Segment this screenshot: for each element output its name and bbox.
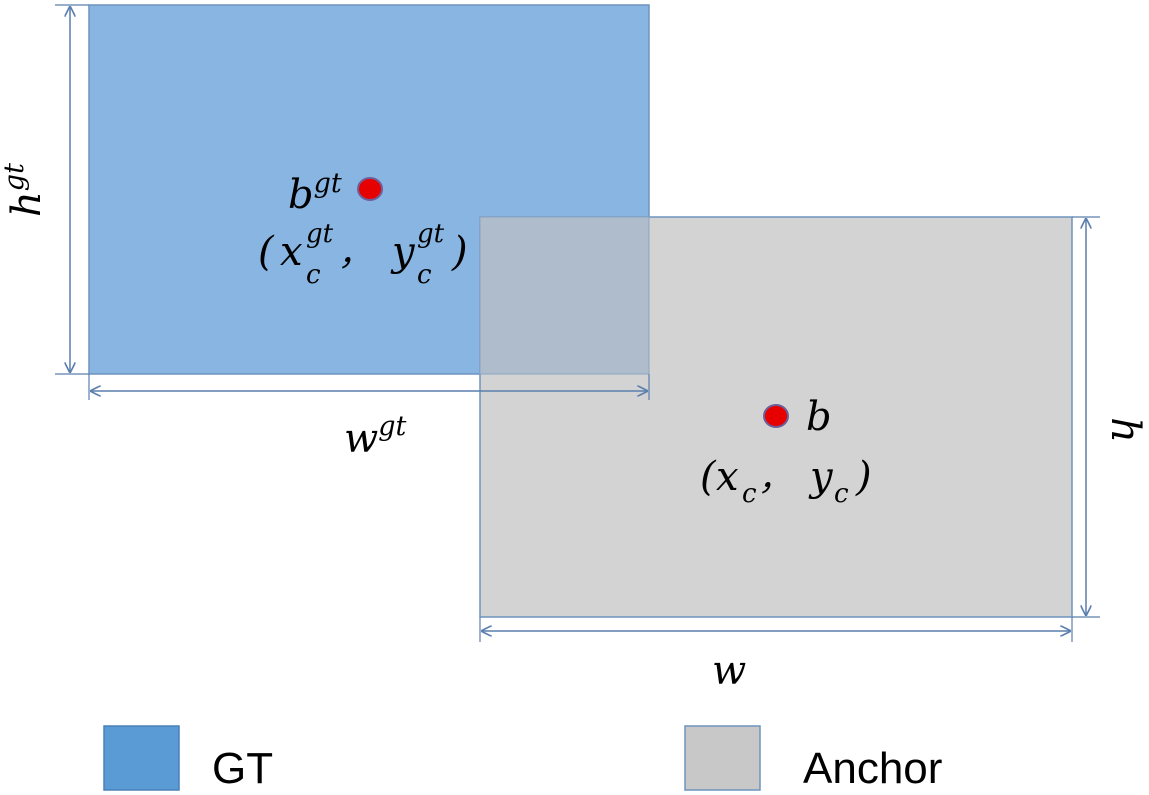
gt-center-label: bgt (288, 168, 342, 218)
overlap-region (480, 217, 649, 374)
gt-coords-sep: ， (338, 234, 372, 274)
anchor-center-label: b (806, 394, 832, 440)
legend-anchor-label: Anchor (803, 744, 942, 793)
gt-coords-close: ) (451, 229, 468, 275)
anchor-coords-close: ) (855, 454, 872, 500)
anchor-coords-x-sub: c (742, 479, 757, 509)
gt-center-base: b (288, 172, 314, 218)
gt-coords-open: ( (258, 229, 275, 275)
legend-gt-label: GT (212, 744, 273, 793)
gt-coords-x-sup: gt (306, 219, 334, 249)
gt-width-base: w (344, 416, 378, 462)
gt-height-sup: gt (0, 163, 30, 191)
gt-coords-x-base: x (280, 229, 303, 275)
legend-anchor-swatch (684, 725, 761, 791)
gt-height-label: hgt (0, 163, 50, 217)
gt-width-label: wgt (344, 411, 407, 462)
legend-gt-swatch (103, 725, 180, 791)
gt-width-sup: gt (378, 411, 406, 442)
gt-coords-y-sub: c (417, 260, 432, 290)
anchor-height-label: h (1102, 417, 1148, 443)
anchor-coords-sep: ， (758, 459, 792, 499)
gt-coords-x-sub: c (306, 260, 321, 290)
gt-coords-y-base: y (390, 229, 416, 275)
gt-coords-y-sup: gt (417, 219, 445, 249)
gt-center-point (357, 177, 383, 201)
anchor-coords-open: ( (700, 454, 717, 500)
legend: GT Anchor (103, 725, 942, 793)
anchor-width-label: w (712, 648, 746, 694)
anchor-coords-x-base: x (716, 454, 739, 500)
gt-height-base: h (4, 191, 50, 217)
gt-center-sup: gt (314, 168, 342, 199)
anchor-center-point (763, 404, 789, 428)
anchor-coords-y-base: y (808, 454, 834, 500)
anchor-coords-y-sub: c (834, 479, 849, 509)
